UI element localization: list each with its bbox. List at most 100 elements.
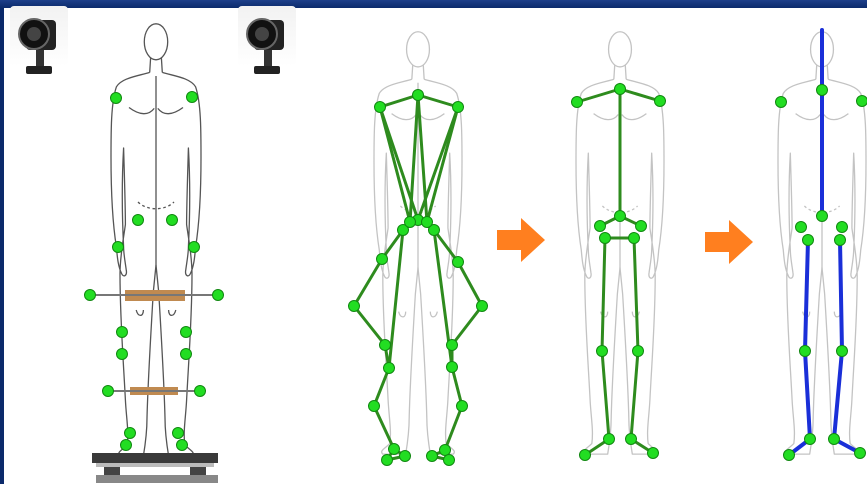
capture-marker	[113, 242, 124, 253]
model-joint-marker	[835, 235, 846, 246]
knee-lines	[803, 312, 842, 317]
joint-marker	[604, 434, 615, 445]
joint-marker	[595, 221, 606, 232]
model-right-leg-bone	[834, 240, 860, 453]
model-joint-marker	[817, 85, 828, 96]
camera-icon-left	[10, 6, 68, 74]
segment-marker	[422, 217, 433, 228]
capture-marker	[85, 290, 96, 301]
capture-marker	[181, 349, 192, 360]
capture-marker	[189, 242, 200, 253]
joint-marker	[636, 221, 647, 232]
model-joint-marker	[800, 346, 811, 357]
segment-marker	[453, 257, 464, 268]
segment-marker	[444, 455, 455, 466]
segment-marker	[447, 362, 458, 373]
model-joint-marker	[817, 211, 828, 222]
left-body-outline	[576, 79, 620, 454]
knee-lines	[601, 312, 640, 317]
joint-marker	[655, 96, 666, 107]
capture-marker	[177, 440, 188, 451]
platform-base	[96, 475, 218, 483]
head-outline	[407, 32, 430, 67]
model-joint-marker	[829, 434, 840, 445]
segment-marker	[447, 340, 458, 351]
platform-foot-right	[190, 467, 206, 475]
segment-marker	[380, 340, 391, 351]
joint-marker	[572, 97, 583, 108]
platform-edge	[96, 463, 214, 467]
knee-lines	[136, 310, 176, 315]
platform-top	[92, 453, 218, 463]
left-body-outline	[778, 79, 822, 454]
camera-lens-inner	[255, 27, 269, 41]
segment-marker	[405, 217, 416, 228]
joint-marker	[615, 84, 626, 95]
model-joint-marker	[805, 434, 816, 445]
platform-foot-left	[104, 467, 120, 475]
capture-marker	[187, 92, 198, 103]
segment-marker	[400, 451, 411, 462]
camera-mount	[264, 50, 272, 68]
segment-marker	[477, 301, 488, 312]
segment-marker	[413, 90, 424, 101]
segment-marker	[389, 444, 400, 455]
model-joint-marker	[784, 450, 795, 461]
model-joint-marker	[855, 448, 866, 459]
camera-mount	[36, 50, 44, 68]
joint-marker	[600, 233, 611, 244]
camera-lens-inner	[27, 27, 41, 41]
capture-marker	[111, 93, 122, 104]
model-joint-marker	[857, 96, 867, 107]
model-joint-marker	[837, 346, 848, 357]
camera-icon-right	[238, 6, 296, 74]
capture-marker	[117, 327, 128, 338]
joint-marker	[597, 346, 608, 357]
joint-marker	[629, 233, 640, 244]
camera-base	[254, 66, 280, 74]
capture-marker	[125, 428, 136, 439]
capture-marker	[117, 349, 128, 360]
segment-marker	[384, 363, 395, 374]
right-body-outline	[822, 79, 866, 454]
segment-marker	[440, 445, 451, 456]
joint-marker	[648, 448, 659, 459]
segment-marker	[382, 455, 393, 466]
knee-lines	[399, 312, 438, 317]
head-outline	[144, 24, 167, 60]
arrow-right-icon-2	[705, 220, 753, 264]
capture-marker	[213, 290, 224, 301]
arrow-right-icon-1	[497, 218, 545, 262]
capture-marker	[133, 215, 144, 226]
segment-marker	[375, 102, 386, 113]
capture-marker	[103, 386, 114, 397]
joint-marker	[615, 211, 626, 222]
capture-marker	[167, 215, 178, 226]
segment-marker	[377, 254, 388, 265]
left-body-outline	[111, 72, 156, 455]
model-joint-marker	[837, 222, 848, 233]
segment-marker	[457, 401, 468, 412]
capture-marker	[195, 386, 206, 397]
joint-marker	[633, 346, 644, 357]
model-joint-marker	[776, 97, 787, 108]
camera-base	[26, 66, 52, 74]
left-body-outline	[374, 79, 418, 454]
segment-marker	[369, 401, 380, 412]
joint-marker	[580, 450, 591, 461]
model-joint-marker	[803, 235, 814, 246]
head-outline	[609, 32, 632, 67]
capture-marker	[181, 327, 192, 338]
left-thigh-inner	[389, 230, 403, 368]
scale-platform	[92, 453, 218, 483]
segment-marker	[427, 451, 438, 462]
capture-marker	[173, 428, 184, 439]
segment-marker	[349, 301, 360, 312]
capture-marker	[121, 440, 132, 451]
model-joint-marker	[796, 222, 807, 233]
joint-marker	[626, 434, 637, 445]
segment-marker	[453, 102, 464, 113]
right-body-outline	[156, 72, 201, 455]
